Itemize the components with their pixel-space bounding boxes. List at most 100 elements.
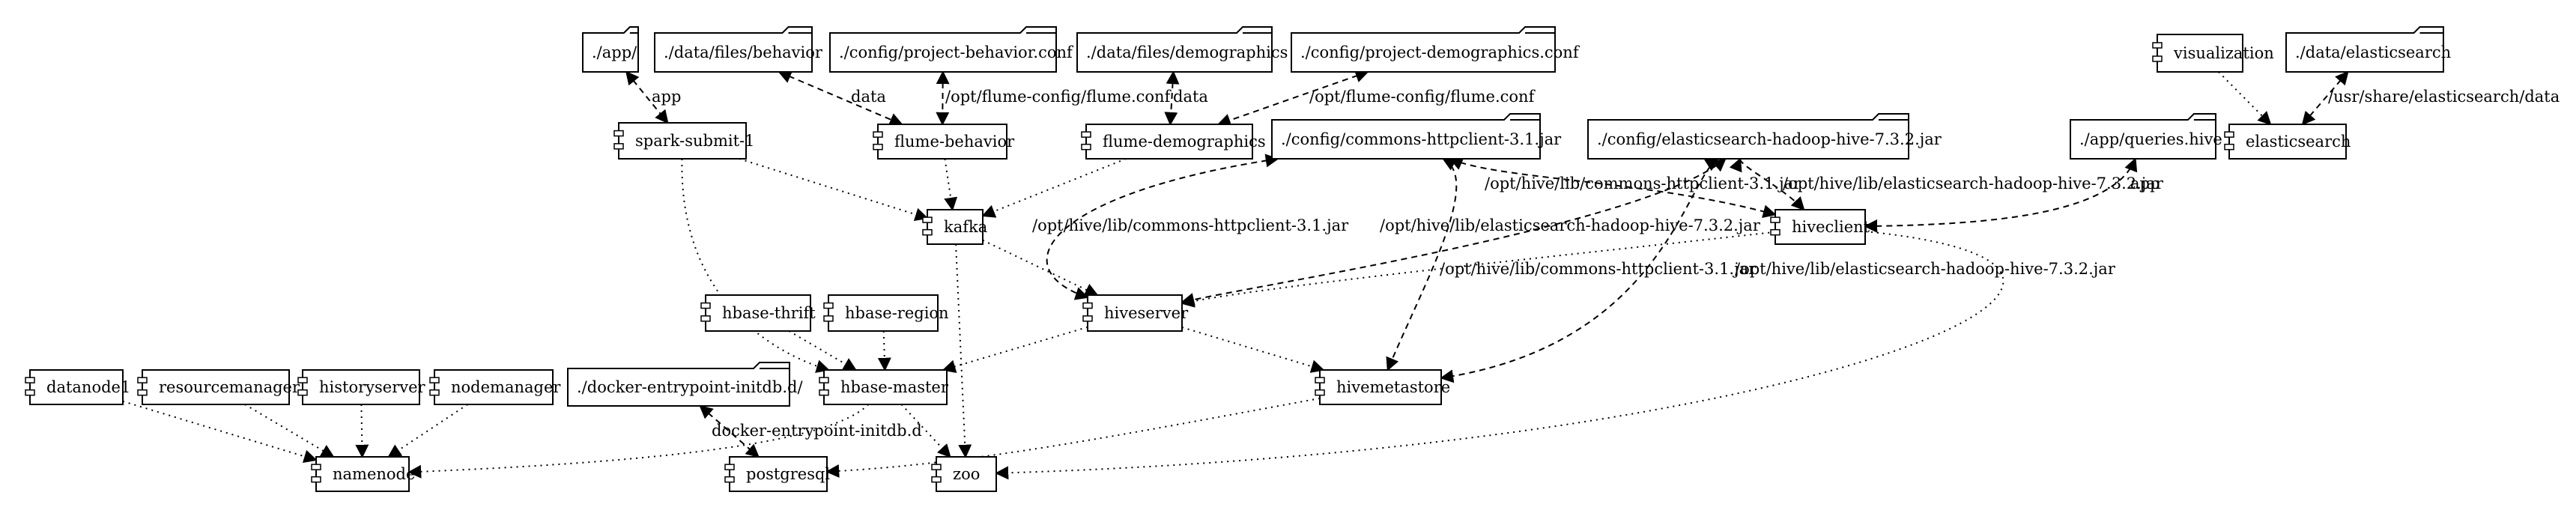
edge-visualization-to-elasticsearch — [2218, 71, 2272, 126]
folder-node-queries: ./app/queries.hive — [2070, 113, 2222, 160]
edge-nodemanager-to-namenode — [387, 404, 468, 458]
component-node-datanode1: datanode1 — [25, 369, 130, 405]
edge-data-es-to-elasticsearch — [2301, 70, 2349, 126]
edge-historyserver-to-namenode — [355, 404, 369, 458]
component-node-hbase-region: hbase-region — [823, 294, 949, 332]
component-node-zoo: zoo — [931, 456, 997, 492]
edge-label: /opt/flume-config/flume.conf — [945, 88, 1172, 106]
node-label: ./data/files/behavior — [664, 43, 823, 61]
edge-label: /opt/hive/lib/elasticsearch-hadoop-hive-… — [1380, 216, 1761, 234]
folder-shape — [2070, 113, 2216, 160]
component-node-hivemetastore: hivemetastore — [1315, 369, 1450, 405]
edge-eshadoop-to-hivemetastore — [1440, 158, 1720, 383]
component-icon — [873, 143, 883, 151]
folder-shape — [1291, 26, 1556, 73]
component-box — [1775, 209, 1866, 245]
component-box — [2228, 124, 2347, 160]
component-node-visualization: visualization — [2152, 34, 2274, 73]
node-label: ./data/files/demographics — [1086, 43, 1288, 61]
edge-label: data — [1173, 88, 1208, 106]
component-box — [618, 122, 747, 160]
node-label: hbase-thrift — [722, 304, 816, 322]
component-box — [729, 456, 828, 492]
component-icon — [823, 302, 834, 309]
component-box — [142, 369, 290, 405]
component-icon — [700, 302, 711, 309]
component-icon — [429, 389, 440, 396]
edge-label: /opt/hive/lib/commons-httpclient-3.1.jar — [1485, 175, 1801, 192]
folder-node-conf-behavior: ./config/project-behavior.conf — [829, 26, 1074, 73]
folder-node-app: ./app/ — [582, 26, 639, 73]
component-icon — [931, 476, 942, 483]
edge-conf-behavior-to-flume-behavior — [936, 70, 950, 126]
component-box — [936, 456, 997, 492]
edge-spark-to-kafka — [739, 158, 929, 222]
folder-node-data-behavior: ./data/files/behavior — [654, 26, 823, 73]
component-icon — [1770, 228, 1781, 236]
folder-shape — [1076, 26, 1273, 73]
node-label: ./app/ — [592, 43, 637, 61]
component-box — [434, 369, 554, 405]
node-label: hbase-master — [840, 378, 949, 396]
node-label: hivemetastore — [1336, 378, 1450, 396]
node-label: ./config/project-demographics.conf — [1300, 43, 1581, 61]
component-icon — [819, 377, 829, 383]
component-icon — [25, 377, 35, 383]
component-icon — [2224, 131, 2234, 138]
component-icon — [613, 130, 624, 137]
component-node-resourcemanager: resourcemanager — [137, 369, 300, 405]
edge-initdb-to-postgresql — [699, 404, 760, 458]
node-label: ./docker-entrypoint-initdb.d/ — [577, 378, 803, 396]
edge-label: /opt/hive/lib/commons-httpclient-3.1.jar — [1440, 260, 1757, 278]
folder-node-httpclient: ./config/commons-httpclient-3.1.jar — [1271, 113, 1562, 160]
component-box — [29, 369, 124, 405]
component-node-hiveserver: hiveserver — [1082, 294, 1189, 332]
edge-label: app — [652, 88, 681, 106]
node-label: flume-demographics — [1103, 133, 1266, 151]
edge-resourcemanager-to-namenode — [244, 404, 335, 458]
component-icon — [429, 377, 440, 383]
node-label: kafka — [944, 218, 987, 236]
component-box — [877, 124, 1007, 160]
component-icon — [297, 377, 308, 383]
component-icon — [922, 228, 933, 236]
component-icon — [2152, 42, 2163, 49]
folder-shape — [829, 26, 1057, 73]
edge-hiveserver-to-hivemetastore — [1181, 327, 1325, 373]
component-node-historyserver: historyserver — [297, 369, 426, 405]
component-node-hiveclient: hiveclient — [1770, 209, 1870, 245]
component-node-flume-demo: flume-demographics — [1081, 124, 1266, 160]
edge-label: /opt/hive/lib/elasticsearch-hadoop-hive-… — [1735, 260, 2116, 278]
component-box — [927, 209, 984, 245]
component-icon — [1082, 315, 1093, 322]
component-node-spark: spark-submit-1 — [613, 122, 755, 160]
component-icon — [311, 464, 321, 470]
component-icon — [137, 377, 148, 383]
component-icon — [25, 389, 35, 396]
component-icon — [700, 315, 711, 322]
nodes-layer: ./app/ ./data/files/behavior ./config/proj… — [25, 26, 2451, 492]
edge-label: /opt/flume-config/flume.conf — [1309, 88, 1536, 106]
component-box — [1087, 294, 1183, 332]
folder-shape — [2285, 26, 2444, 73]
component-icon — [931, 464, 942, 470]
component-node-flume-behavior: flume-behavior — [873, 124, 1015, 160]
node-label: elasticsearch — [2246, 133, 2351, 151]
component-box — [302, 369, 420, 405]
edge-hiveclient-to-hiveserver — [1181, 231, 1776, 308]
edge-datanode1-to-namenode — [122, 400, 318, 464]
component-node-hbase-thrift: hbase-thrift — [700, 294, 816, 332]
edge-data-demo-to-flume-demo — [1164, 70, 1180, 126]
edge-kafka-to-zoo — [955, 243, 972, 458]
component-box — [1085, 124, 1253, 160]
edge-queries-to-hiveclient — [1864, 157, 2138, 233]
folder-shape — [1271, 113, 1541, 160]
folder-node-eshadoop: ./config/elasticsearch-hadoop-hive-7.3.2… — [1587, 113, 1942, 160]
edge-flume-demo-to-kafka — [981, 158, 1127, 218]
component-box — [1319, 369, 1442, 405]
node-label: ./app/queries.hive — [2079, 130, 2222, 148]
node-label: resourcemanager — [159, 378, 300, 396]
edge-label: docker-entrypoint-initdb.d — [712, 422, 922, 440]
node-label: ./config/elasticsearch-hadoop-hive-7.3.2… — [1597, 130, 1942, 148]
